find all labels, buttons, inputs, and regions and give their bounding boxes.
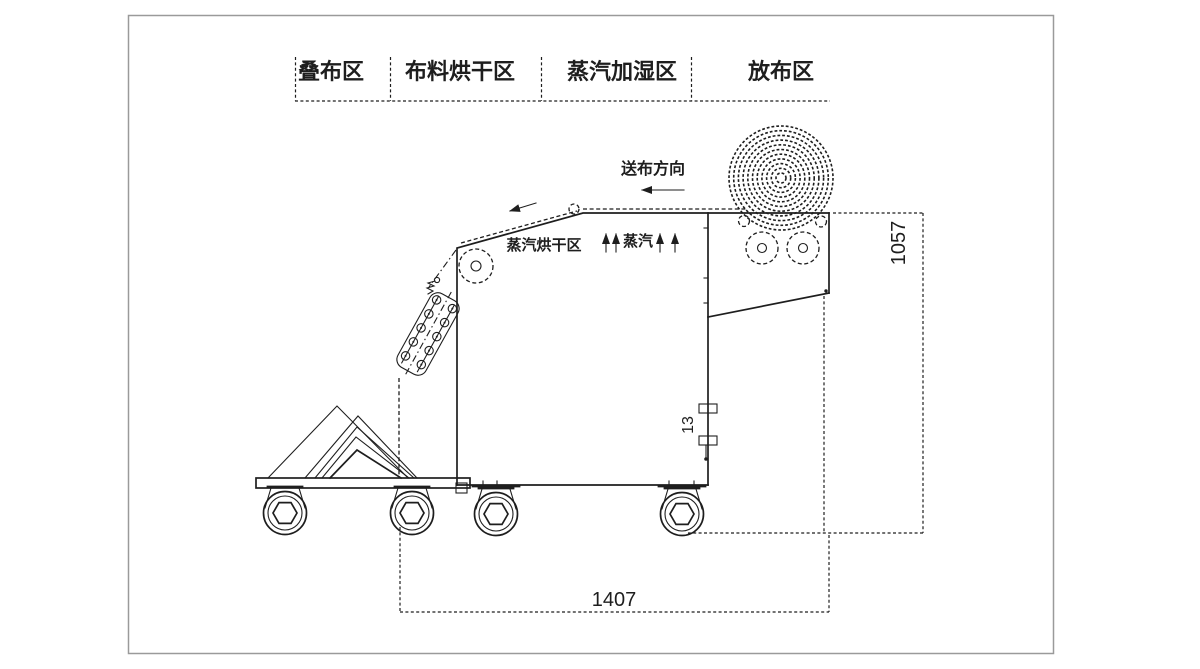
zone-label-fabric-release: 放布区 xyxy=(747,59,814,84)
arm-rollers xyxy=(400,295,458,370)
feed-direction: 送布方向 xyxy=(620,159,685,194)
arm-spring xyxy=(425,276,441,295)
page-border xyxy=(127,14,1055,655)
unwind-rollers xyxy=(737,214,828,265)
guide-roller xyxy=(814,215,828,228)
top-roller xyxy=(568,203,580,215)
steam-arrows xyxy=(602,233,679,253)
machine-body xyxy=(455,203,830,494)
slope-direction-arrow xyxy=(509,202,537,212)
zone-label-folding: 叠布区 xyxy=(298,59,364,84)
body-outline-left-top xyxy=(456,212,830,486)
cart-platform xyxy=(255,477,471,489)
zone-label-steam-humidify: 蒸汽加湿区 xyxy=(567,59,677,84)
feed-direction-label: 送布方向 xyxy=(620,159,685,178)
dimension-height: 1057 xyxy=(688,212,924,534)
folded-fabric-stack xyxy=(267,405,418,480)
dimension-length: 1407 xyxy=(399,527,830,613)
corner-roller xyxy=(458,248,494,284)
release-panel xyxy=(707,212,830,318)
wall-clamps xyxy=(698,403,718,461)
swing-arm xyxy=(396,276,460,377)
fabric-path xyxy=(398,202,746,477)
fabric-roll xyxy=(728,125,834,231)
steam-annotations: 蒸汽烘干区 蒸汽 xyxy=(506,232,679,254)
zone-label-fabric-drying: 布料烘干区 xyxy=(405,59,515,84)
zone-header: 叠布区 布料烘干区 蒸汽加湿区 放布区 xyxy=(294,57,830,102)
steam-drying-zone-label: 蒸汽烘干区 xyxy=(506,236,581,254)
folding-cart xyxy=(255,405,471,489)
steam-label: 蒸汽 xyxy=(623,232,653,250)
dimension-length-value: 1407 xyxy=(592,589,637,611)
unwind-roller xyxy=(786,231,820,265)
guide-roller xyxy=(737,214,751,228)
dimension-clamp-gap-value: 13 xyxy=(680,416,697,434)
dimension-height-value: 1057 xyxy=(888,221,910,266)
unwind-roller xyxy=(745,231,779,265)
